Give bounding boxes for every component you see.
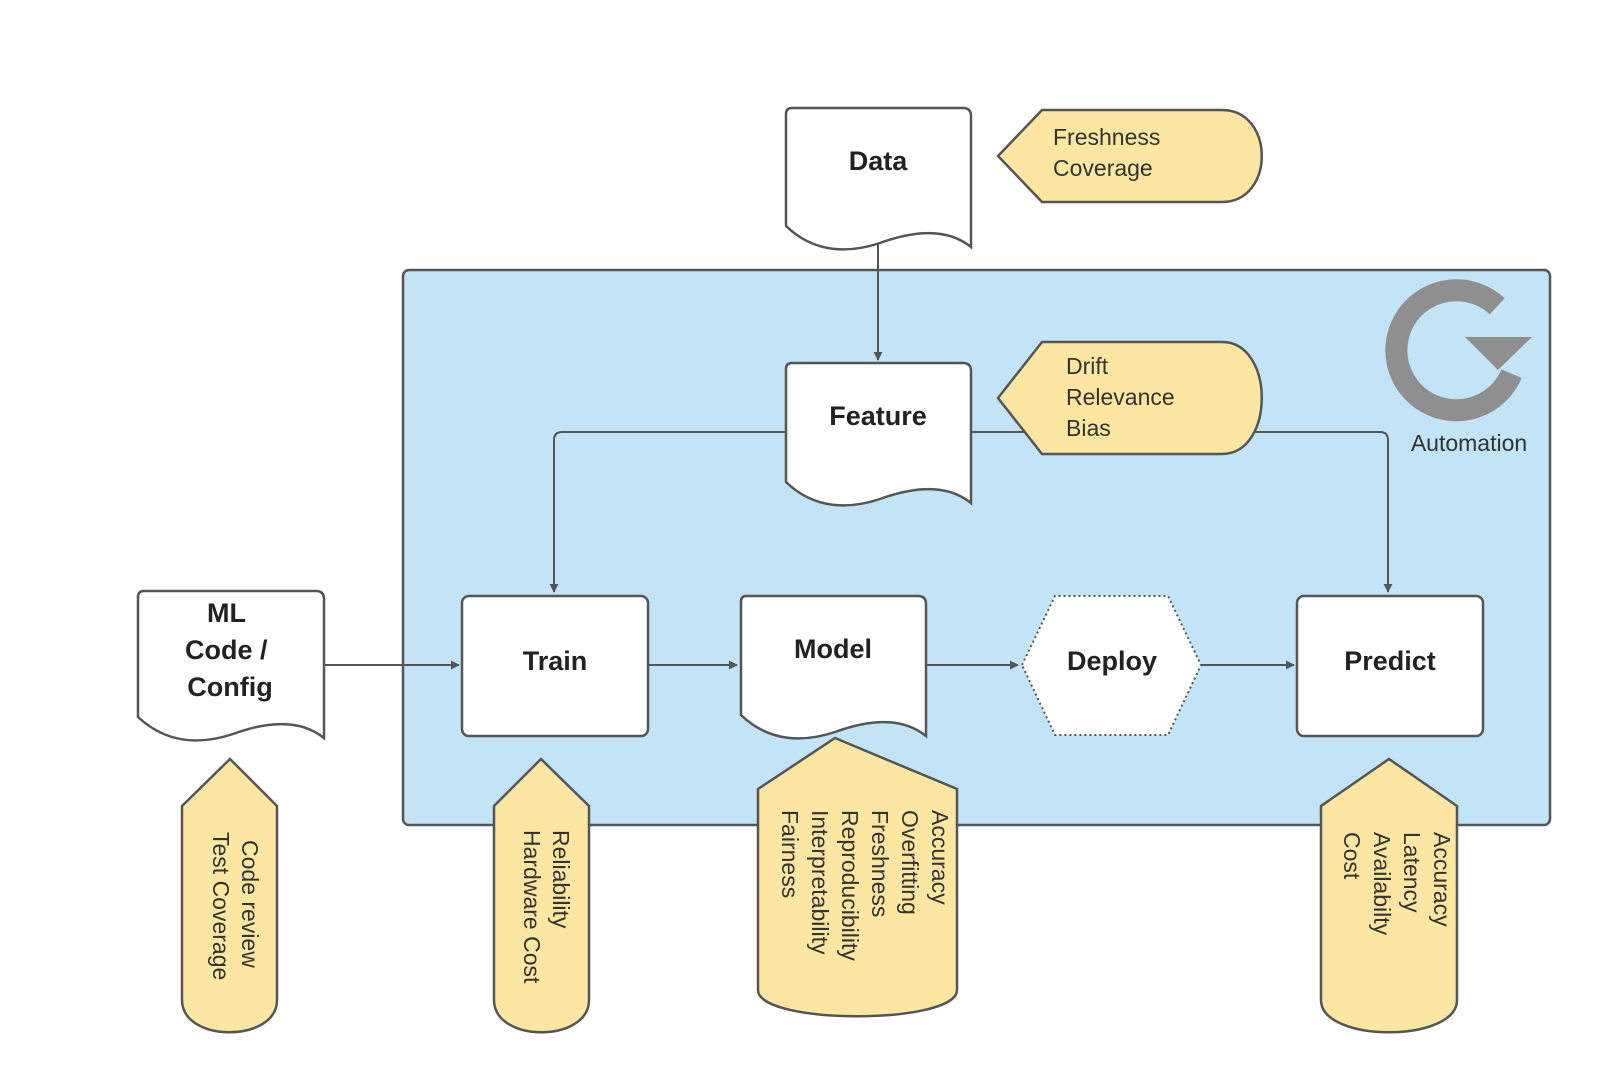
data-node: Data [784, 106, 973, 251]
train-node: Train [460, 594, 650, 738]
ml-code-label-line: Config [187, 672, 272, 702]
data-note: Freshness Coverage [996, 108, 1263, 204]
automation-label: Automation [1411, 430, 1527, 456]
svg-text:Code review Test Coverag: Code review Test Coverage [208, 832, 263, 980]
train-note: Reliability Hardware Cost [492, 757, 591, 1034]
feature-note-line: Drift [1066, 353, 1109, 379]
model-note-line: Accuracy [927, 810, 953, 905]
feature-note-line: Bias [1066, 415, 1111, 441]
ml-code-note-line: Code review [237, 840, 263, 968]
predict-note-line: Availabilty [1369, 832, 1395, 936]
deploy-node: Deploy [1020, 595, 1203, 736]
model-note-line: Fairness [777, 810, 803, 898]
feature-note-line: Relevance [1066, 384, 1175, 410]
model-note: Accuracy Overfitting Freshness Reproduci… [756, 736, 959, 1018]
ml-code-label-line: ML [207, 598, 246, 628]
svg-text:Reliability Hardware Cos: Reliability Hardware Cost [519, 830, 574, 984]
train-note-line: Reliability [548, 830, 574, 929]
feature-node: Feature [784, 361, 973, 507]
train-node-label: Train [523, 646, 588, 676]
model-node: Model [739, 594, 928, 740]
model-note-line: Reproducibility [837, 810, 863, 961]
svg-text:Freshness Coverage: Freshness Coverage [1053, 124, 1167, 181]
model-node-label: Model [794, 634, 872, 664]
ml-code-note: Code review Test Coverage [180, 757, 279, 1034]
model-note-line: Interpretability [807, 810, 833, 955]
predict-node: Predict [1295, 594, 1485, 738]
predict-note: Accuracy Latency Availabilty Cost [1319, 757, 1459, 1034]
predict-note-line: Latency [1399, 832, 1425, 913]
svg-text:ML Code / Config: ML Code / Config [185, 598, 275, 702]
predict-node-label: Predict [1344, 646, 1436, 676]
feature-node-label: Feature [829, 401, 927, 431]
train-note-line: Hardware Cost [519, 830, 545, 984]
svg-text:Accuracy Latency A: Accuracy Latency Availabilty Cost [1339, 832, 1455, 942]
ml-code-note-line: Test Coverage [208, 832, 234, 980]
data-node-label: Data [849, 146, 909, 176]
model-note-line: Overfitting [897, 810, 923, 915]
predict-note-line: Cost [1339, 832, 1365, 880]
ml-code-node: ML Code / Config [136, 589, 326, 742]
svg-text:Accuracy Overfitting: Accuracy Overfitting Freshness Reproduci… [777, 810, 953, 967]
predict-note-line: Accuracy [1429, 832, 1455, 927]
feature-note: Drift Relevance Bias [996, 340, 1263, 456]
ml-code-label-line: Code / [185, 635, 268, 665]
data-note-line: Freshness [1053, 124, 1160, 150]
data-note-line: Coverage [1053, 155, 1153, 181]
edge-feature-predict [971, 431, 1393, 593]
deploy-node-label: Deploy [1067, 646, 1157, 676]
svg-text:Drift Relevance Bi: Drift Relevance Bias [1066, 353, 1181, 441]
automation-container [401, 268, 1552, 827]
model-note-line: Freshness [867, 810, 893, 917]
refresh-icon [1385, 279, 1532, 422]
edge-feature-train [549, 431, 785, 593]
